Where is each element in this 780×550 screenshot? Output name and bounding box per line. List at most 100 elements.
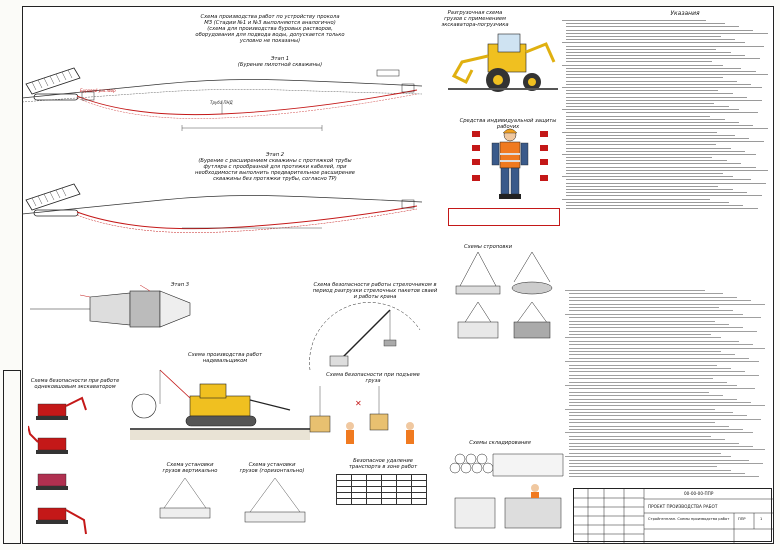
note-text-line: [569, 452, 721, 454]
note-text-line: [569, 459, 749, 461]
note-text-line: [566, 39, 735, 41]
note-text-line: [566, 118, 725, 120]
note-text-line: [566, 188, 733, 190]
label-pipe-1: Труба ПНД: [210, 100, 233, 105]
note-text-line: [569, 317, 761, 319]
drawing-frame: [22, 6, 774, 544]
note-text-line: [569, 330, 757, 332]
note-text-line: [569, 293, 723, 295]
side-stamp: [3, 370, 21, 544]
title-sheet: Стройгенплан. Схемы производства работ: [648, 517, 730, 521]
note-text-line: [566, 35, 721, 37]
note-text-line: [569, 469, 731, 471]
note-text-line: [566, 185, 719, 187]
ppe-worker: [472, 128, 548, 199]
note-text-line: [569, 422, 715, 424]
note-text-line: [566, 144, 717, 146]
note-text-line: [566, 90, 719, 92]
title-sheet-number: 1: [760, 517, 763, 521]
pipelayer-drawing: [130, 369, 310, 440]
note-text-line: [566, 23, 725, 25]
note-text-line: [562, 153, 756, 155]
loader-drawing: [448, 33, 558, 92]
note-text-line: [566, 55, 746, 57]
note-text-line: [569, 354, 735, 356]
title-code: 00-00-00-ППР: [684, 491, 714, 496]
note-text-line: [569, 395, 723, 397]
note-text-line: [565, 290, 705, 291]
note-text-line: [565, 313, 743, 315]
note-text-line: [562, 198, 711, 200]
note-text-line: [562, 176, 733, 178]
note-text-line: [569, 367, 731, 369]
note-text-line: [565, 361, 759, 363]
note-text-line: [565, 432, 753, 434]
note-text-line: [566, 83, 752, 85]
note-text-line: [566, 201, 729, 203]
note-text-line: [562, 64, 723, 66]
caption-slinging: Схемы строповки: [463, 244, 512, 250]
note-text-line: [566, 128, 768, 130]
note-text-line: [566, 192, 748, 194]
note-text-line: [569, 391, 709, 393]
label-grout-1: Буровой раствор: [80, 88, 116, 93]
notes-block-1: [562, 20, 768, 218]
note-text-line: [565, 456, 731, 458]
safe-distance-table: [336, 474, 427, 505]
note-text-line: [569, 388, 755, 390]
note-text-line: [569, 344, 753, 346]
title-block-grid: [574, 489, 773, 543]
note-text-line: [569, 401, 751, 403]
note-text-line: [569, 296, 737, 298]
note-text-line: [566, 26, 740, 28]
lifting-safety: ✕: [309, 386, 414, 444]
note-text-line: [566, 77, 723, 79]
note-text-line: [566, 115, 711, 117]
note-text-line: [566, 122, 740, 123]
note-text-line: [566, 58, 760, 60]
crane-zone: [309, 302, 421, 371]
caption-crane-zone: Схема безопасности работы стрелочником в…: [312, 282, 438, 300]
note-text-line: [569, 405, 765, 407]
note-text-line: [569, 303, 765, 305]
title-block: 00-00-00-ППР ПРОЕКТ ПРОИЗВОДСТВА РАБОТ С…: [573, 488, 773, 543]
note-text-line: [562, 20, 707, 21]
caption-main-scheme: Схема производства работ по устройству п…: [195, 14, 345, 44]
note-text-line: [569, 357, 749, 359]
note-text-line: [566, 173, 723, 174]
note-text-line: [566, 96, 748, 98]
note-text-line: [569, 364, 717, 366]
note-text-line: [566, 137, 750, 139]
excavator-safety: [28, 396, 87, 535]
storage-drawing: [449, 453, 564, 529]
note-text-line: [566, 80, 737, 82]
note-text-line: [569, 378, 713, 380]
note-text-line: [569, 439, 725, 441]
note-text-line: [566, 169, 768, 171]
note-text-line: [566, 160, 727, 162]
notes-title: Указания: [670, 10, 700, 17]
note-text-line: [569, 473, 745, 475]
note-text-line: [569, 398, 737, 400]
note-text-line: [569, 415, 747, 417]
note-text-line: [569, 425, 729, 427]
note-text-line: [566, 61, 713, 63]
note-text-line: [562, 42, 746, 44]
note-text-line: [566, 48, 717, 50]
note-text-line: [566, 29, 754, 31]
note-text-line: [566, 141, 764, 143]
note-text-line: [569, 340, 739, 342]
note-text-line: [566, 99, 762, 101]
slinging-drawing: [455, 252, 553, 339]
caption-stage2: Этап 2(Бурение с расширением скважины с …: [195, 152, 355, 182]
note-text-line: [565, 408, 715, 410]
note-text-line: [566, 74, 768, 76]
note-text-line: [569, 306, 719, 308]
note-text-line: [566, 67, 742, 69]
title-project: ПРОЕКТ ПРОИЗВОДСТВА РАБОТ: [648, 504, 718, 509]
